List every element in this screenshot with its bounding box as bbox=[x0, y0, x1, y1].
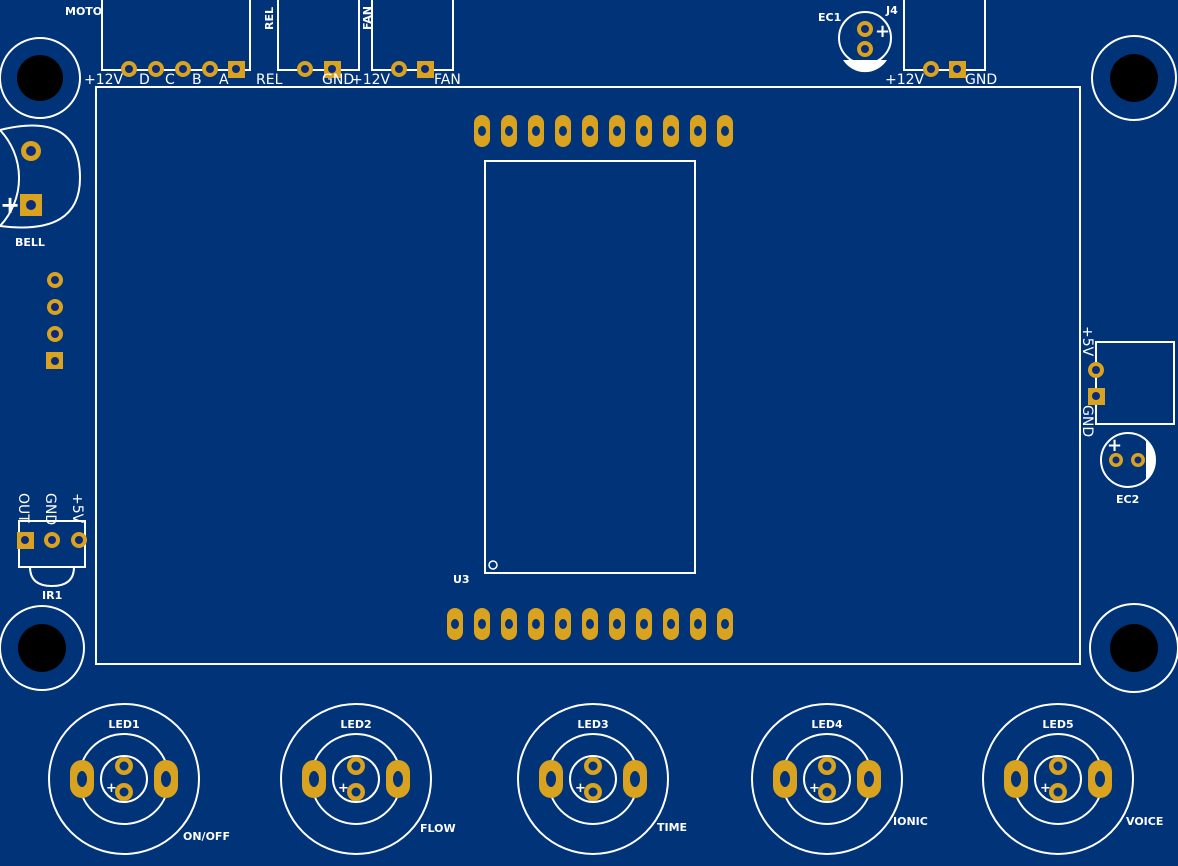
ec2-capacitor: + EC2 bbox=[1100, 432, 1156, 506]
led-polarity-mark: + bbox=[575, 781, 586, 796]
led-polarity-mark: + bbox=[106, 781, 117, 796]
ir-pin-label: OUT bbox=[15, 493, 31, 523]
display-top-pin bbox=[582, 115, 598, 147]
moto-pin-label: D bbox=[139, 72, 150, 88]
display-top-pin bbox=[690, 115, 706, 147]
mounting-hole-top-right bbox=[1091, 35, 1177, 121]
moto-pin-label: +12V bbox=[84, 72, 124, 88]
display-top-pin bbox=[717, 115, 733, 147]
led-ref-label: LED4 bbox=[811, 718, 843, 731]
led-polarity-mark: + bbox=[809, 781, 820, 796]
bell-ref-label: BELL bbox=[15, 236, 45, 249]
fan-ref-label: FAN bbox=[361, 6, 374, 30]
moto-ref-label: MOTO bbox=[65, 5, 102, 18]
display-bottom-pin bbox=[474, 608, 490, 640]
led-row: +LED1ON/OFF+LED2FLOW+LED3TIME+LED4IONIC+… bbox=[48, 703, 1163, 855]
moto-pin-label: B bbox=[192, 72, 202, 88]
display-bottom-pin bbox=[690, 608, 706, 640]
mounting-hole-bottom-right bbox=[1089, 603, 1178, 693]
fan-pin-label: FAN bbox=[434, 72, 461, 88]
display-top-pin bbox=[555, 115, 571, 147]
led-function-label: ON/OFF bbox=[183, 830, 230, 843]
display-bottom-pin bbox=[609, 608, 625, 640]
display-top-pin bbox=[636, 115, 652, 147]
power-pin-label: GND bbox=[1079, 405, 1095, 437]
ec1-polarity-mark: + bbox=[875, 21, 890, 42]
display-bottom-pin bbox=[528, 608, 544, 640]
u3-ref-label: U3 bbox=[453, 573, 470, 586]
mounting-hole-top-left bbox=[0, 37, 81, 119]
display-top-pin bbox=[528, 115, 544, 147]
led-ref-label: LED2 bbox=[340, 718, 371, 731]
display-bottom-pin bbox=[663, 608, 679, 640]
ir-receiver: OUT GND +5V IR1 bbox=[15, 493, 87, 602]
led-polarity-mark: + bbox=[338, 781, 349, 796]
led-function-label: VOICE bbox=[1126, 815, 1163, 828]
display-top-pin-row bbox=[474, 115, 733, 147]
display-bottom-pin-row bbox=[447, 608, 733, 640]
led-ref-label: LED3 bbox=[577, 718, 608, 731]
moto-pin-label: A bbox=[219, 72, 229, 88]
moto-pin-label: C bbox=[165, 72, 175, 88]
led-ref-label: LED1 bbox=[108, 718, 139, 731]
rel-header: REL REL GND bbox=[256, 0, 360, 88]
power-in-header: +5V GND bbox=[1079, 326, 1175, 437]
rel-ref-label: REL bbox=[263, 7, 276, 30]
display-outline bbox=[95, 86, 1081, 665]
display-top-pin bbox=[474, 115, 490, 147]
rel-pin-label: GND bbox=[322, 72, 354, 88]
ir-pin-label: +5V bbox=[69, 493, 85, 524]
j4-ref-label: J4 bbox=[885, 4, 898, 17]
ir1-ref-label: IR1 bbox=[42, 589, 62, 602]
led-function-label: FLOW bbox=[420, 822, 456, 835]
ir-pin-label: GND bbox=[42, 493, 58, 525]
j4-pin-label: GND bbox=[965, 72, 997, 88]
moto-header: MOTO +12V D C B A bbox=[65, 0, 251, 88]
fan-header: FAN +12V FAN bbox=[351, 0, 461, 88]
display-bottom-pin bbox=[636, 608, 652, 640]
led-ref-label: LED5 bbox=[1042, 718, 1073, 731]
mounting-hole-bottom-left bbox=[0, 605, 85, 691]
display-bottom-pin bbox=[717, 608, 733, 640]
led-polarity-mark: + bbox=[1040, 781, 1051, 796]
u3-chip-outline bbox=[484, 160, 696, 574]
display-top-pin bbox=[609, 115, 625, 147]
display-bottom-pin bbox=[501, 608, 517, 640]
bell-buzzer: + BELL bbox=[0, 124, 82, 249]
led-function-label: IONIC bbox=[893, 815, 928, 828]
j4-pin-label: +12V bbox=[885, 72, 925, 88]
bell-polarity-mark: + bbox=[0, 191, 20, 219]
four-pin-header bbox=[46, 272, 63, 369]
u3-pin1-marker bbox=[488, 560, 498, 570]
rel-pin-label: REL bbox=[256, 72, 283, 88]
fan-pin-label: +12V bbox=[351, 72, 391, 88]
ec1-ref-label: EC1 bbox=[818, 11, 841, 24]
ec2-polarity-mark: + bbox=[1107, 435, 1122, 456]
ec1-capacitor: + EC1 bbox=[818, 11, 892, 73]
display-top-pin bbox=[501, 115, 517, 147]
display-bottom-pin bbox=[555, 608, 571, 640]
j4-header: J4 +12V GND bbox=[885, 0, 997, 88]
power-pin-label: +5V bbox=[1079, 326, 1095, 357]
ec2-ref-label: EC2 bbox=[1116, 493, 1139, 506]
display-top-pin bbox=[663, 115, 679, 147]
led-function-label: TIME bbox=[657, 821, 687, 834]
display-bottom-pin bbox=[582, 608, 598, 640]
display-bottom-pin bbox=[447, 608, 463, 640]
